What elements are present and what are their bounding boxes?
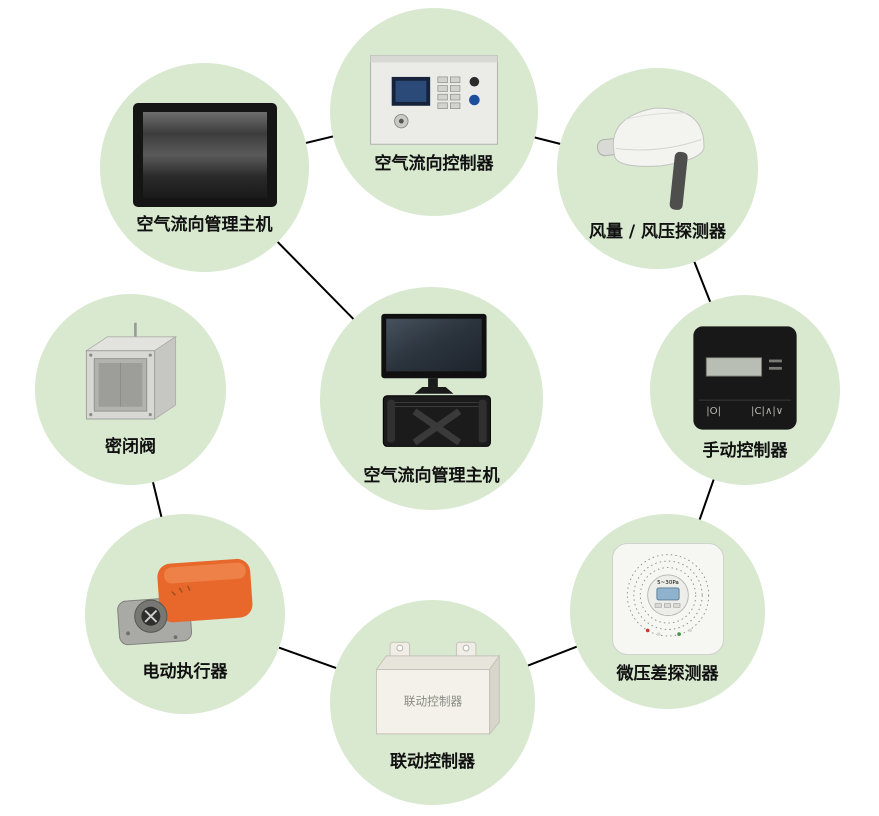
indicator-green [676,632,681,637]
indicator-red [645,628,650,633]
range-text: 5~30Pa [657,581,679,587]
mini-lcd [655,587,680,601]
micro-pressure-detector-illustration: 5~30Pa [611,543,724,656]
pc-case [382,395,491,448]
node-linkage-controller: 联动控制器 联动控制器 [330,600,535,805]
controller-front [375,669,490,735]
button-grid [437,76,461,109]
box-label-text: 联动控制器 [403,695,462,709]
detector-body [612,107,704,168]
airflow-controller-illustration [370,55,498,145]
linkage-controller-illustration: 联动控制器 [375,642,500,736]
node-air-pressure-detector: 风量 / 风压探测器 [557,68,758,269]
node-manual-controller: |O| |C|∧|∨ 手动控制器 [650,295,840,485]
round-button-dark [469,76,480,87]
node-label: 密闭阀 [105,437,156,458]
sealed-valve-illustration [84,323,177,421]
node-label: 手动控制器 [702,440,788,461]
air-pressure-detector-illustration [596,107,704,211]
node-airflow-host-panel: 空气流向管理主机 [100,63,309,272]
airflow-host-panel-illustration [132,103,277,208]
node-label: 空气流向管理主机 [363,466,500,487]
airflow-host-workstation-illustration [380,314,491,448]
manual-buttons-right: |C|∧|∨ [751,406,783,417]
node-label: 电动执行器 [142,661,228,682]
probe-tube [669,152,688,211]
node-label: 风量 / 风压探测器 [588,222,727,243]
node-label: 微压差探测器 [616,664,719,685]
node-sealed-valve: 密闭阀 [35,294,226,485]
monitor-stand [413,387,453,395]
case-brace [412,408,461,446]
monitor-screen [142,112,267,199]
node-airflow-host-workstation: 空气流向管理主机 [320,287,543,510]
node-label: 空气流向控制器 [374,153,494,174]
dotted-rings [626,554,709,637]
node-airflow-controller: 空气流向控制器 [330,8,538,216]
round-button-blue [469,94,480,106]
node-micro-pressure-detector: 5~30Pa 微压差探测器 [570,514,765,709]
electric-actuator-illustration [117,558,253,645]
node-electric-actuator: 电动执行器 [85,514,285,714]
manual-buttons-left: |O| [706,406,721,417]
node-label: 联动控制器 [390,752,475,773]
monitor-screen [385,319,482,372]
manual-controller-illustration: |O| |C|∧|∨ [693,326,797,430]
node-label: 空气流向管理主机 [136,215,273,236]
lcd-strip [705,357,763,377]
